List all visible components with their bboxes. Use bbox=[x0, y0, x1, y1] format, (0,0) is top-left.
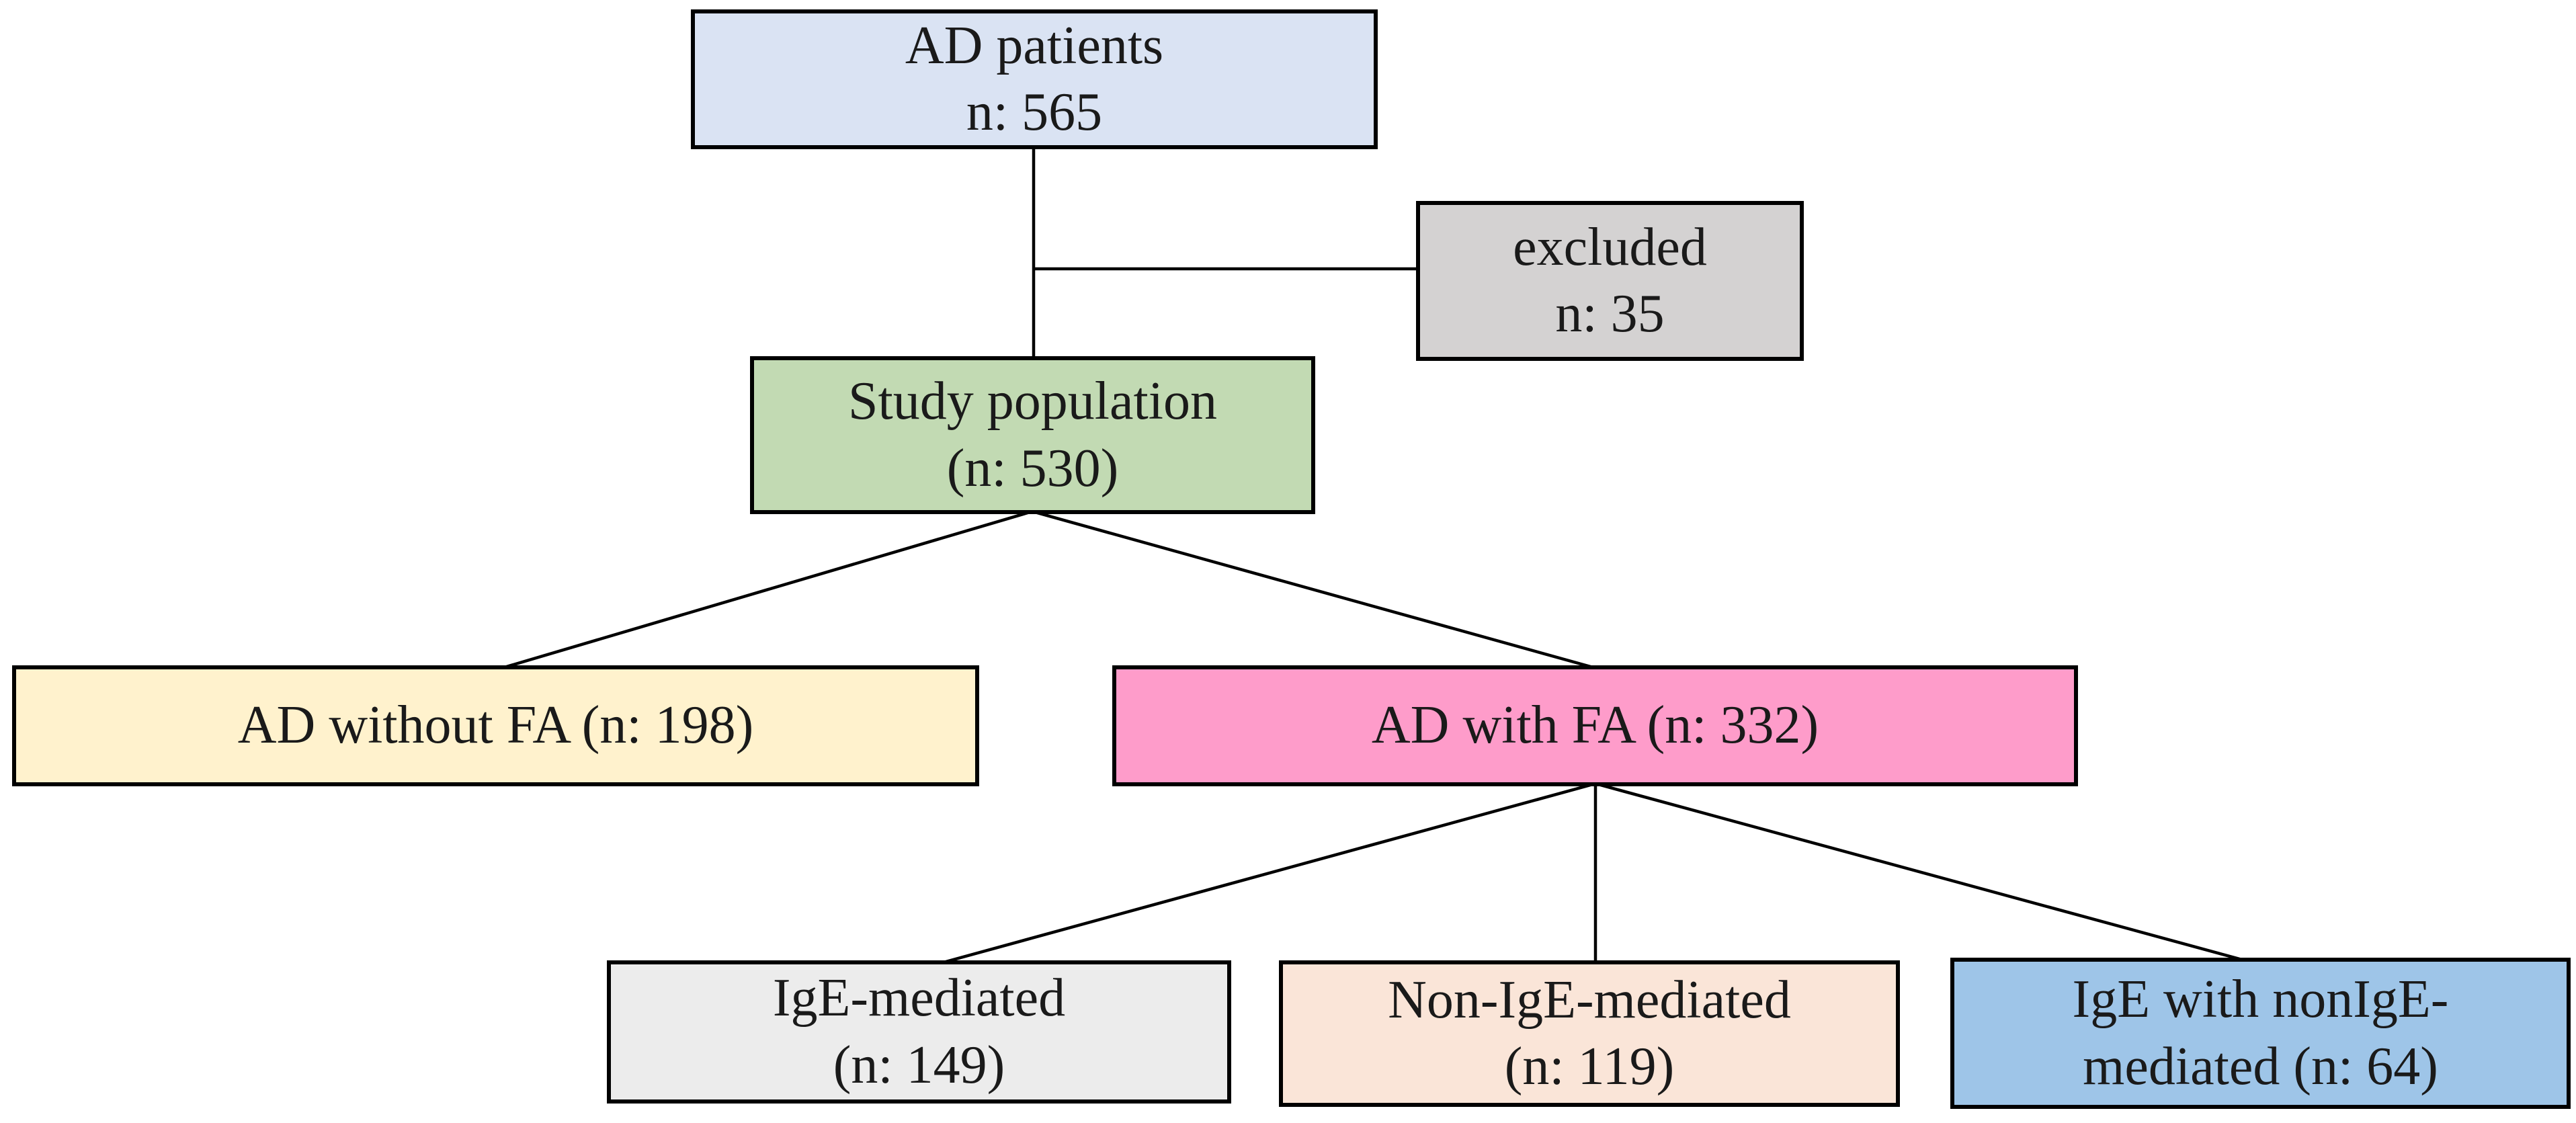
node-ad-with-fa: AD with FA (n: 332) bbox=[1112, 665, 2078, 786]
node-ad-without-fa: AD without FA (n: 198) bbox=[12, 665, 979, 786]
node-ige-with-nonige-mediated: IgE with nonIgE- mediated (n: 64) bbox=[1950, 958, 2571, 1109]
edge-studypopulation-adwithfa bbox=[1032, 509, 1596, 670]
node-ige-mediated: IgE-mediated (n: 149) bbox=[607, 960, 1231, 1104]
node-ad-patients: AD patients n: 565 bbox=[691, 9, 1378, 149]
node-non-ige-mediated-label: Non-IgE-mediated (n: 119) bbox=[1388, 970, 1791, 1096]
node-ad-without-fa-label: AD without FA (n: 198) bbox=[237, 696, 754, 755]
node-excluded: excluded n: 35 bbox=[1416, 201, 1804, 361]
edge-adwithfa-igewithnonige bbox=[1595, 782, 2245, 962]
node-study-population-label: Study population (n: 530) bbox=[848, 372, 1217, 498]
node-ige-with-nonige-mediated-label: IgE with nonIgE- mediated (n: 64) bbox=[2072, 970, 2449, 1096]
node-non-ige-mediated: Non-IgE-mediated (n: 119) bbox=[1279, 960, 1900, 1107]
node-study-population: Study population (n: 530) bbox=[750, 356, 1315, 514]
edge-studypopulation-adwithoutfa bbox=[501, 509, 1033, 670]
node-ige-mediated-label: IgE-mediated (n: 149) bbox=[772, 968, 1066, 1095]
node-ad-with-fa-label: AD with FA (n: 332) bbox=[1371, 696, 1819, 755]
node-excluded-label: excluded n: 35 bbox=[1513, 217, 1707, 343]
node-ad-patients-label: AD patients n: 565 bbox=[905, 15, 1164, 142]
edge-adwithfa-igemediated bbox=[940, 782, 1596, 965]
